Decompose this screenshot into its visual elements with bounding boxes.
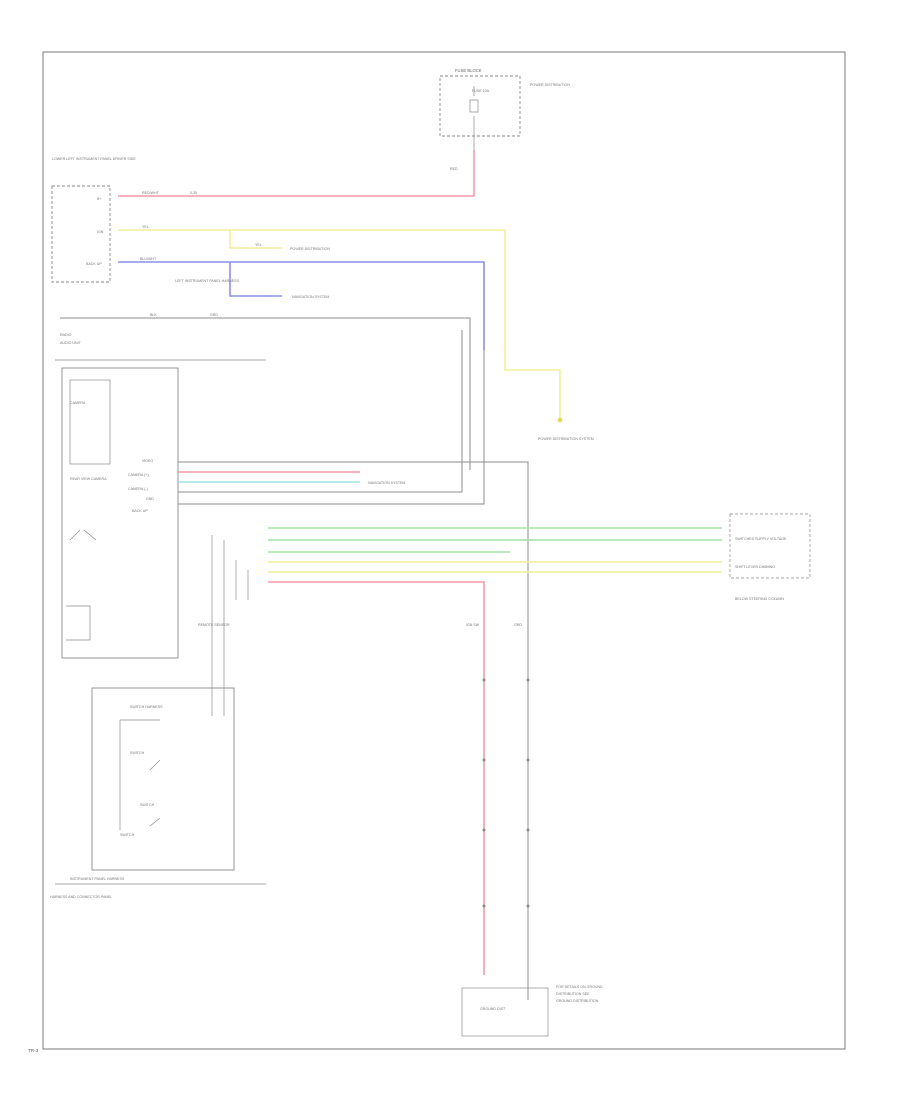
pin-back-label: BACK UP: [132, 509, 148, 513]
ground-dist-box: [461, 987, 549, 1037]
sub-switch-1-label: SWITCH: [130, 751, 145, 755]
radio-ground-lines: [211, 535, 249, 716]
right-ref-3-label: BELOW STEERING COLUMN: [735, 597, 784, 601]
fuse-detail-label: FUSE 10A: [472, 89, 490, 93]
camera-connector-box: [69, 379, 111, 465]
bottom-note-1: FOR DETAILS ON GROUND: [556, 985, 603, 989]
signal-wire-1: [178, 461, 529, 1000]
module-upper-label: LOWER LEFT INSTRUMENT PANEL DRIVER SIDE: [52, 157, 136, 161]
power-wire-gauge: 0.35: [190, 191, 197, 195]
right-ref-2-label: SHIFT LEVER DIMMING: [735, 565, 775, 569]
switch-symbol-2: [66, 605, 91, 641]
blue-wire-label: BLU/WHT: [140, 257, 157, 261]
yellow-ground-dot: [557, 417, 563, 423]
switch-harness-box: [91, 687, 235, 871]
pin-video-label: VIDEO: [142, 459, 153, 463]
yellow-ignition-wire: [118, 229, 561, 418]
diagram-frame: [42, 51, 846, 1050]
yellow-wire-label: YEL: [142, 225, 149, 229]
remote-ref-label: REMOTE SENSOR: [198, 623, 230, 627]
ground-line: [60, 317, 471, 470]
lower-label-1: IGN SW: [466, 623, 480, 627]
bottom-note-3: GROUND DISTRIBUTION: [556, 999, 599, 1003]
radio-block-label: RADIO: [60, 333, 72, 337]
pin-mid-label: IGN: [97, 230, 104, 234]
pin-gnd-label: GND: [146, 497, 154, 501]
yellow-ref-label: POWER DISTRIBUTION: [290, 247, 330, 251]
nav-ref-label: NAVIGATION SYSTEM: [368, 481, 405, 485]
ground-dist-label: GROUND DIST: [480, 1007, 506, 1011]
blue-backup-wire: [118, 261, 485, 350]
sub-switch-3-label: SWITCH: [120, 833, 135, 837]
pin-camera-plus-label: CAMERA (+): [128, 473, 149, 477]
lower-label-2: GRD: [514, 623, 522, 627]
dvd-ref-label: POWER DISTRIBUTION SYSTEM: [538, 437, 594, 441]
bottom-note-2: DISTRIBUTION SEE: [556, 992, 590, 996]
pin-top-label: B+: [97, 197, 102, 201]
right-ref-1-label: SWITCHED SUPPLY VOLTAGE: [735, 537, 787, 541]
left-foot-label: HARNESS AND CONNECTOR PANEL: [50, 895, 112, 899]
camera-label: CAMERA: [70, 401, 86, 405]
ground-line-label: BLK: [150, 313, 157, 317]
blue-branch-wire: [229, 262, 282, 297]
fuse-circuit-label: RED: [450, 167, 458, 171]
red-harness-wire: [268, 581, 485, 975]
fuse-block-label: FUSE BLOCK: [455, 68, 482, 73]
harness-note-label: INSTRUMENT PANEL HARNESS: [70, 877, 125, 881]
splice-ref-label: LEFT INSTRUMENT PANEL HARNESS: [175, 279, 240, 283]
module-upper-box: [51, 185, 111, 283]
power-wire-label: RED/WHT: [142, 191, 160, 195]
fuse-symbol: [469, 86, 479, 150]
signal-wire-4: [178, 330, 463, 493]
yellow-wire-label-2: YEL: [255, 243, 262, 247]
pin-low-label: BACK UP: [86, 262, 102, 266]
radio-unit-box: [61, 367, 179, 659]
sub-switch-2-label: SWITCH: [140, 803, 155, 807]
switch-harness-label: SWITCH HARNESS: [130, 705, 163, 709]
switch-contacts: [119, 719, 161, 830]
right-ref-box: [729, 513, 811, 579]
blue-ref-label: NAVIGATION SYSTEM: [292, 295, 329, 299]
camera-note-label: REAR VIEW CAMERA: [70, 477, 107, 481]
red-power-wire: [118, 150, 475, 197]
switch-symbol-1: [69, 529, 97, 541]
ground-line-label-2: GRD: [210, 313, 218, 317]
splice-dots: [482, 678, 530, 908]
yellow-branch-wire: [229, 230, 282, 249]
fuse-ref-label: POWER DISTRIBUTION: [530, 83, 570, 87]
radio-note-label: AUDIO UNIT: [60, 341, 82, 345]
pin-camera-minus-label: CAMERA (-): [128, 487, 148, 491]
footer-ref-label: TR-3: [28, 1048, 39, 1053]
signal-wire-5: [178, 350, 485, 505]
fuse-block: [439, 75, 521, 137]
